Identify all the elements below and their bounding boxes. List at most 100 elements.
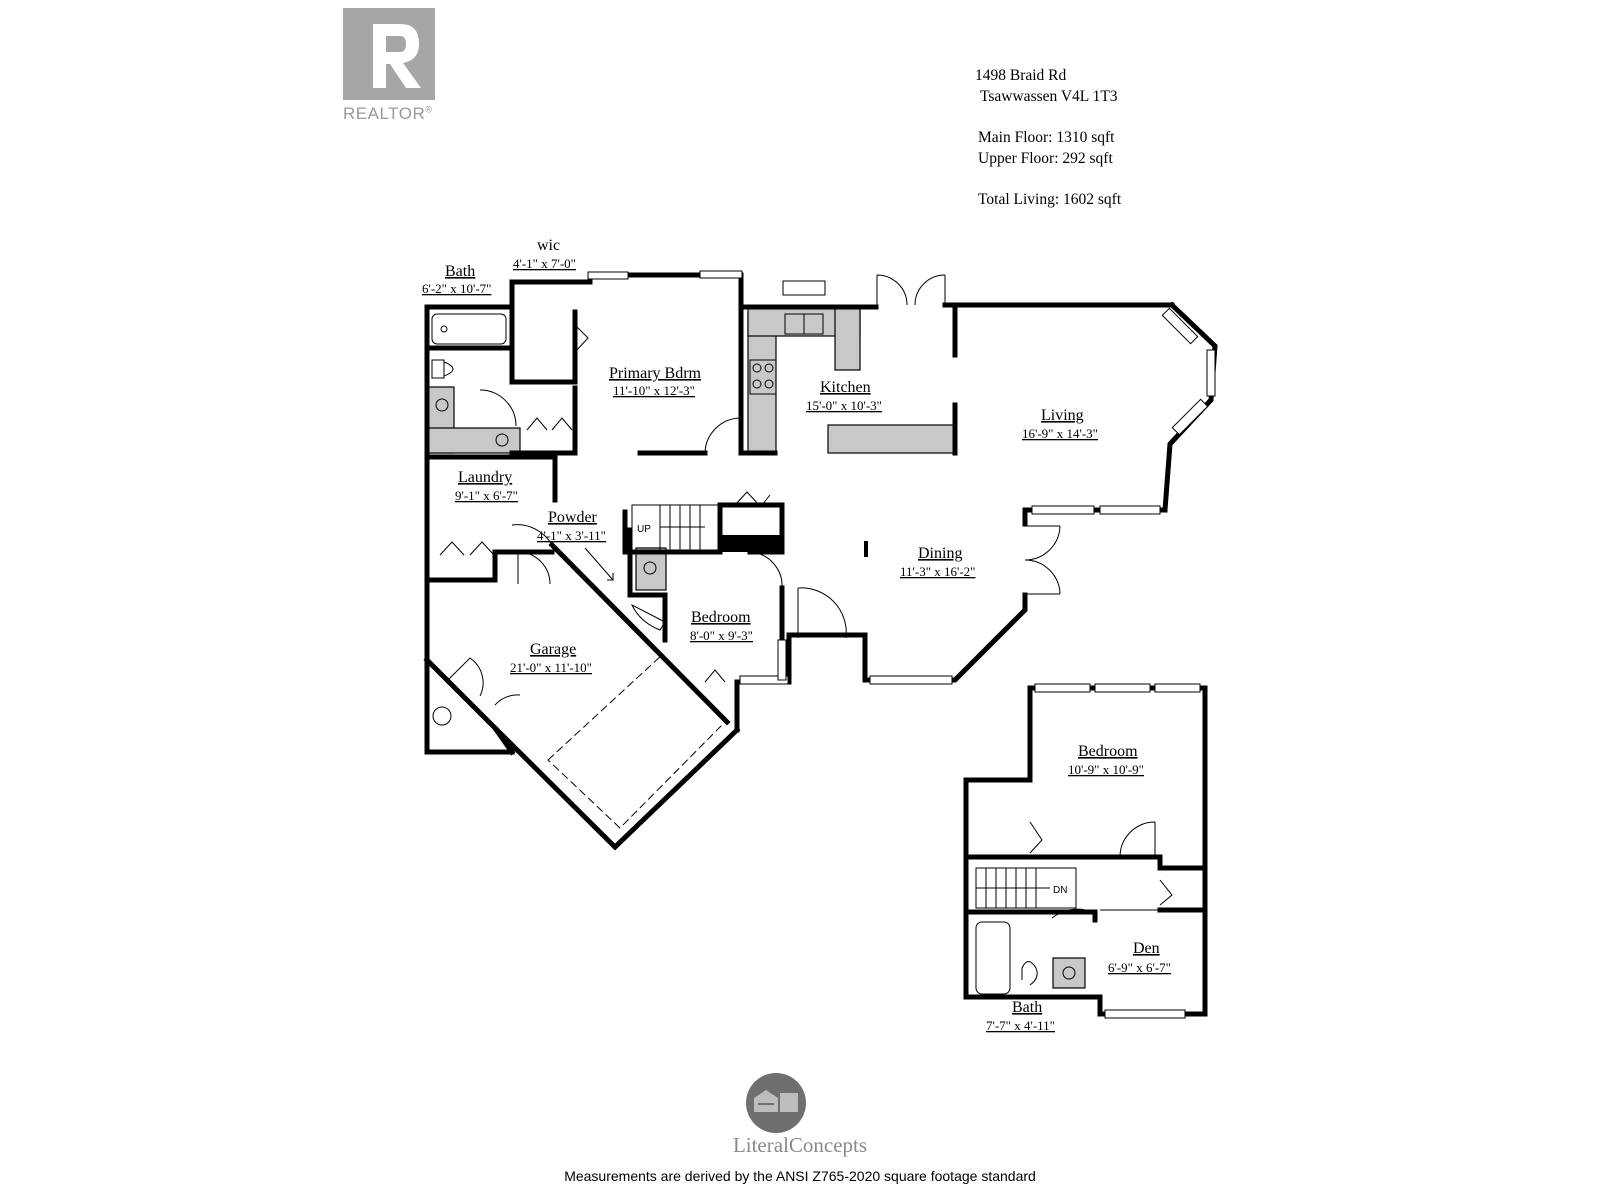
bath-upper-name: Bath — [1012, 999, 1042, 1016]
dining-dim: 11'-3" x 16'-2" — [900, 564, 975, 579]
door-bath — [479, 389, 517, 427]
powder-direction-arrow — [584, 547, 614, 581]
room-labels: Bath 6'-2" x 10'-7" wic 4'-1" x 7'-0" Pr… — [422, 237, 1171, 1033]
powder-dim: 4'-1" x 3'-11" — [537, 528, 606, 543]
literalconcepts-brand: LiteralConcepts — [732, 1133, 868, 1157]
door-patio-left — [876, 274, 908, 306]
garage-door-outline — [547, 654, 726, 829]
door-dining-1 — [1024, 525, 1061, 561]
closet-bifold-bedroom — [704, 669, 726, 683]
stairs-up: UP — [631, 504, 721, 551]
bath-main-dim: 6'-2" x 10'-7" — [422, 281, 491, 296]
wall-main-north-primary — [623, 272, 744, 456]
closet-bifold-laundry — [439, 541, 495, 556]
bedroom-upper-dim: 10'-9" x 10'-9" — [1068, 762, 1144, 777]
upper-floor-area: Upper Floor: 292 sqft — [978, 150, 1113, 167]
stove-burner-2 — [764, 363, 774, 373]
closet-bifold-primary — [526, 417, 573, 431]
stove-burner-1 — [752, 363, 762, 373]
stairs-down-label: DN — [1053, 885, 1067, 896]
address-line-2: Tsawwassen V4L 1T3 — [980, 88, 1118, 105]
stairs-down: DN — [975, 867, 1077, 909]
door-laundry — [517, 551, 551, 585]
literalconcepts-logo-icon — [746, 1073, 806, 1133]
closet-upper-hall — [1159, 879, 1173, 906]
window-upper-bedroom-1 — [1034, 683, 1091, 693]
window-upper-den — [1104, 1009, 1186, 1019]
window-upper-bedroom-2 — [1094, 683, 1151, 693]
door-powder — [511, 524, 553, 546]
door-upper-bath — [1051, 908, 1093, 919]
total-living-area: Total Living: 1602 sqft — [978, 191, 1122, 208]
laundry-name: Laundry — [458, 469, 512, 486]
kitchen-name: Kitchen — [820, 379, 871, 396]
realtor-wordmark: REALTOR® — [343, 104, 432, 124]
primary-bdrm-name: Primary Bdrm — [609, 365, 702, 382]
window-living-bay-1 — [1161, 307, 1199, 345]
powder-name: Powder — [548, 509, 598, 526]
door-patio-right — [914, 274, 946, 306]
door-dining-2 — [1024, 559, 1061, 595]
door-primary — [704, 417, 741, 454]
laundry-dim: 9'-1" x 6'-7" — [455, 488, 518, 503]
bathtub-upper — [975, 921, 1011, 995]
upper-bath-vanity — [1052, 957, 1086, 989]
window-dining-north-1 — [1031, 505, 1095, 515]
kitchen-island — [827, 424, 957, 454]
primary-bdrm-dim: 11'-10" x 12'-3" — [613, 383, 695, 398]
realtor-wordmark-text: REALTOR — [343, 104, 426, 123]
stairs-up-label: UP — [637, 524, 651, 535]
toilet-powder — [630, 603, 666, 631]
wall-bedroom-south — [734, 632, 868, 733]
bedroom-upper-name: Bedroom — [1078, 743, 1138, 760]
window-dining-north-2 — [1099, 505, 1161, 515]
realtor-logo-mark — [343, 8, 435, 100]
address-line-1: 1498 Braid Rd — [975, 67, 1067, 84]
sink-main-2 — [495, 433, 509, 447]
wall-upper-outer — [963, 685, 1208, 1017]
closet-bifold-hall — [734, 491, 771, 506]
powder-vanity — [635, 547, 667, 591]
main-floor: UP — [423, 270, 1218, 851]
window-living-bay-3 — [1171, 398, 1209, 436]
door-garage-1 — [447, 657, 484, 697]
toilet-upper — [1021, 961, 1038, 986]
wall-primary-south — [509, 385, 578, 456]
bathtub-drain-main — [440, 325, 448, 333]
realtor-r-icon — [373, 24, 421, 88]
door-upper-bedroom — [1119, 821, 1156, 858]
wall-laundry-north — [424, 454, 558, 503]
bathtub-main — [431, 313, 507, 345]
window-bedroom-east — [777, 639, 787, 681]
wic-name: wic — [537, 237, 560, 254]
bedroom-main-name: Bedroom — [691, 609, 751, 626]
bedroom-main-dim: 8'-0" x 9'-3" — [690, 628, 753, 643]
bath-vanity-bottom — [427, 427, 521, 454]
main-floor-area: Main Floor: 1310 sqft — [978, 129, 1115, 146]
bath-main-name: Bath — [445, 263, 475, 280]
garage-dim: 21'-0" x 11'-10" — [510, 660, 592, 675]
dining-name: Dining — [918, 545, 962, 562]
den-name: Den — [1133, 940, 1160, 957]
stove-burner-4 — [764, 379, 774, 389]
wall-wic — [509, 279, 578, 385]
sink-upper — [1062, 966, 1076, 980]
kitchen-counter-right — [834, 307, 861, 371]
kitchen-dim: 15'-0" x 10'-3" — [806, 398, 882, 413]
window-bedroom — [739, 675, 789, 685]
kitchen-stove — [749, 359, 777, 395]
sink-main-1 — [435, 398, 449, 412]
window-living-bay-2 — [1206, 349, 1216, 397]
door-bedroom — [797, 587, 847, 639]
garage-water-heater — [432, 706, 452, 726]
measurement-note: Measurements are derived by the ANSI Z76… — [564, 1168, 1036, 1184]
window-upper-bedroom-3 — [1154, 683, 1201, 693]
wic-dim: 4'-1" x 7'-0" — [513, 256, 576, 271]
dining-fixture — [864, 541, 868, 557]
window-dining-south — [869, 675, 953, 685]
living-dim: 16'-9" x 14'-3" — [1022, 426, 1098, 441]
wall-living-bay — [1162, 301, 1218, 513]
bath-upper-dim: 7'-7" x 4'-11" — [986, 1018, 1055, 1033]
door-garage-2 — [494, 694, 521, 706]
wall-garage-east — [492, 726, 741, 851]
